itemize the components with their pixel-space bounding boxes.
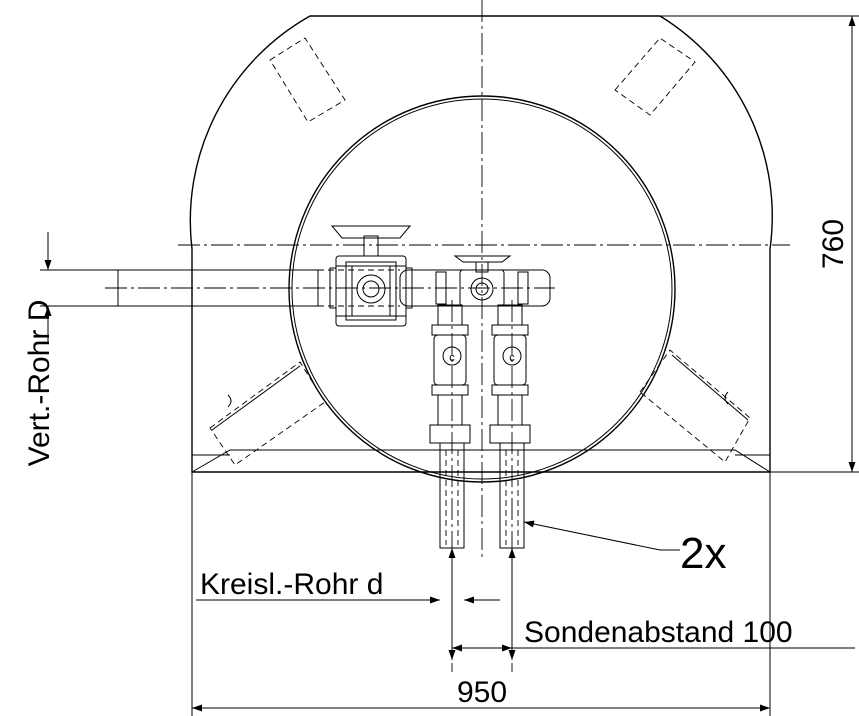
main-ball-valve	[329, 225, 413, 327]
small-ball-valve	[435, 255, 529, 307]
housing-outline	[189, 15, 773, 473]
height-dimension-text: 760	[817, 219, 850, 269]
dimension-vertical-pipe: Vert.-Rohr D	[23, 232, 118, 466]
support-arms	[209, 37, 751, 466]
svg-text:c: c	[509, 352, 515, 364]
probe-spacing-label: Sondenabstand 100	[524, 616, 793, 649]
svg-text:c: c	[449, 352, 455, 364]
dimension-circuit-pipe: Kreisl.-Rohr d	[196, 568, 500, 604]
width-dimension-text: 950	[457, 676, 507, 709]
probe-pipe-left: c	[429, 300, 471, 672]
circuit-pipe-label: Kreisl.-Rohr d	[200, 568, 383, 601]
dimension-probe-spacing: Sondenabstand 100	[448, 548, 855, 660]
quantity-leader: 2x	[523, 520, 726, 578]
manifold-pipe	[105, 269, 555, 307]
dimension-height: 760	[660, 15, 859, 473]
inner-shaft-circle	[288, 95, 676, 483]
dimension-width: 950	[191, 472, 771, 716]
quantity-label: 2x	[680, 529, 726, 578]
vertical-pipe-label: Vert.-Rohr D	[23, 300, 56, 467]
center-lines	[178, 0, 790, 560]
